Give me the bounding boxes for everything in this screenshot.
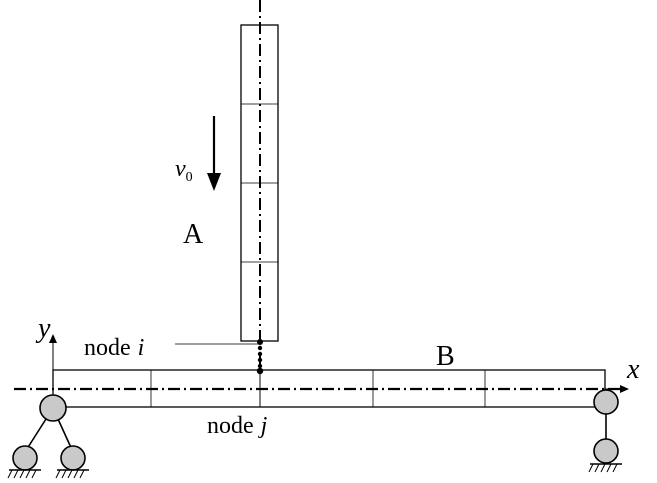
left-pin-support — [7, 394, 89, 479]
hinge-circle — [39, 394, 67, 422]
body-a-label: A — [183, 219, 204, 250]
contact-dot — [257, 363, 263, 369]
node-i-dot — [257, 339, 263, 345]
contact-nodes — [256, 339, 264, 375]
ground-hatch — [55, 469, 85, 479]
roller-circle — [593, 438, 619, 464]
ground-hatch — [7, 469, 37, 479]
node-i-word: node — [84, 335, 131, 361]
velocity-arrow-head — [207, 173, 221, 191]
roller-circle — [12, 445, 38, 471]
node-j-word: node — [207, 413, 254, 439]
right-roller-support — [588, 389, 622, 473]
x-axis-label: x — [626, 354, 640, 385]
roller-circle — [60, 445, 86, 471]
y-axis-label: y — [35, 313, 51, 344]
ground-hatch — [588, 463, 618, 473]
velocity-subscript: 0 — [186, 170, 193, 185]
node-j-dot — [256, 367, 264, 375]
node-j-symbol: j — [258, 413, 268, 439]
node-i-symbol: i — [138, 335, 145, 361]
contact-dot — [257, 357, 263, 363]
body-b-label: B — [436, 341, 455, 372]
velocity-label: v0 — [175, 156, 193, 185]
velocity-symbol: v — [175, 156, 186, 182]
contact-dot — [257, 345, 263, 351]
hinge-circle — [593, 389, 619, 415]
contact-dot — [257, 351, 263, 357]
